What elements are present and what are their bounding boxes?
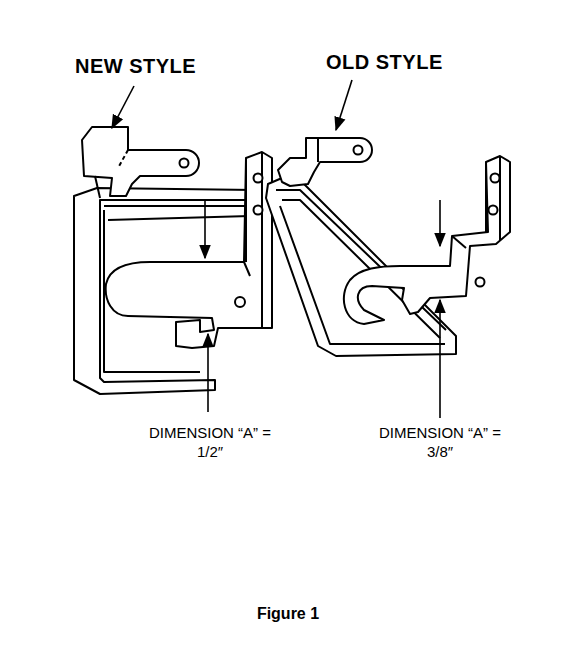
style-heading: NEW STYLE [75, 54, 196, 79]
leader-arrows [112, 80, 440, 418]
style-heading: OLD STYLE [326, 50, 443, 75]
old-hinge-strap [278, 138, 372, 186]
figure-caption: Figure 1 [257, 604, 319, 624]
new-hinge-strap [82, 127, 199, 198]
new-hinge-arm [106, 152, 272, 348]
old-hinge-arm [344, 156, 510, 324]
dimension-label: DIMENSION “A” = 1/2″ [140, 424, 280, 462]
dimension-label: DIMENSION “A” = 3/8″ [370, 424, 510, 462]
